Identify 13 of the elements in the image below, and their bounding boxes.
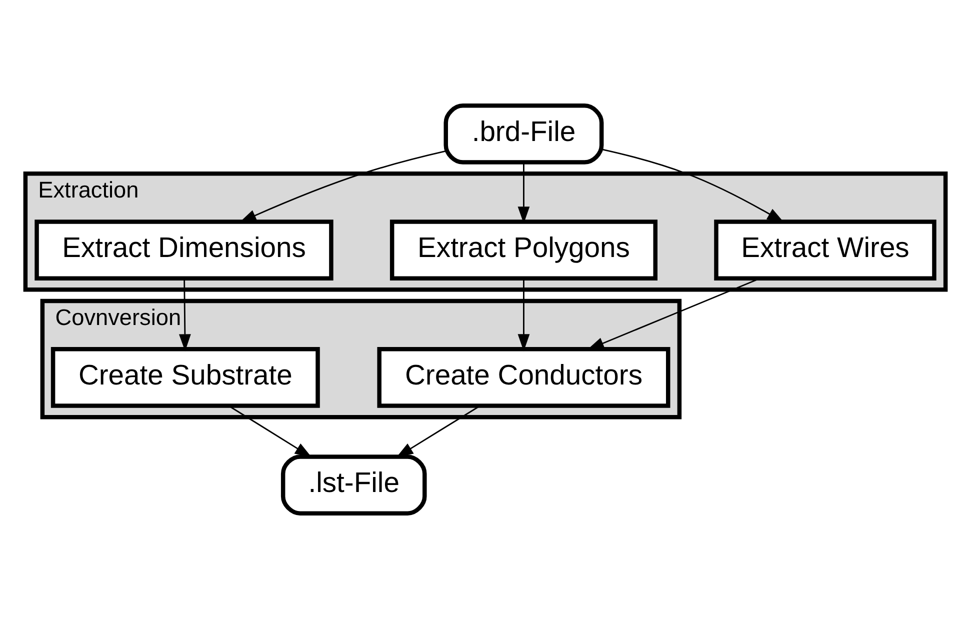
node-box: .brd-File bbox=[444, 103, 604, 164]
arrow bbox=[239, 150, 446, 222]
arrow bbox=[396, 404, 480, 457]
node-box: Create Conductors bbox=[377, 346, 670, 408]
arrow bbox=[601, 148, 784, 222]
arrow bbox=[178, 278, 191, 351]
arrow bbox=[228, 404, 312, 457]
node-box: Create Substrate bbox=[50, 346, 320, 408]
node-box: Extract Dimensions bbox=[34, 219, 334, 280]
node-box: .lst-File bbox=[280, 454, 427, 515]
node-box: Extract Polygons bbox=[390, 219, 658, 280]
node-box: Extract Wires bbox=[714, 219, 936, 280]
arrow bbox=[518, 278, 530, 351]
